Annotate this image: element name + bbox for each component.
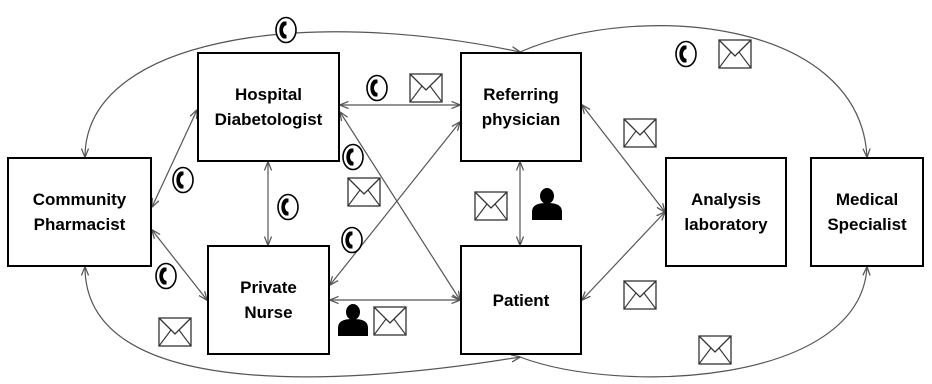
envelope-icon — [718, 39, 752, 69]
phone-icon — [675, 40, 697, 68]
node-hospital-diabetologist: Hospital Diabetologist — [197, 52, 340, 162]
node-medical-specialist: Medical Specialist — [810, 157, 924, 267]
phone-icon — [277, 193, 299, 221]
envelope-icon — [698, 335, 732, 365]
envelope-icon — [373, 306, 407, 336]
node-label: Patient — [492, 290, 550, 310]
envelope-icon — [623, 280, 657, 310]
envelope-icon — [409, 73, 443, 103]
envelope-icon — [158, 317, 192, 347]
envelope-icon — [474, 191, 508, 221]
node-label: Analysis laboratory — [684, 190, 768, 234]
arrow-pharmacist-nurse — [152, 230, 207, 300]
node-label: Hospital Diabetologist — [214, 85, 323, 129]
phone-icon — [366, 74, 388, 102]
node-label: Private Nurse — [240, 278, 297, 322]
phone-icon — [172, 166, 194, 194]
arrow-patient-specialist — [519, 267, 867, 378]
node-label: Medical Specialist — [827, 190, 907, 234]
person-icon — [532, 188, 562, 220]
node-referring-physician: Referring physician — [460, 52, 582, 162]
person-icon — [338, 304, 368, 336]
envelope-icon — [623, 118, 657, 148]
phone-icon — [342, 143, 364, 171]
node-analysis-laboratory: Analysis laboratory — [665, 157, 787, 267]
arrow-physician-specialist — [519, 25, 867, 157]
node-private-nurse: Private Nurse — [207, 245, 330, 355]
node-label: Referring physician — [481, 85, 561, 129]
arrow-physician-laboratory — [582, 105, 665, 212]
arrow-pharmacist-patient — [85, 267, 520, 378]
node-patient: Patient — [460, 245, 582, 355]
arrow-nurse-physician — [330, 122, 460, 285]
arrow-pharmacist-physician — [85, 31, 520, 157]
phone-icon — [275, 16, 297, 44]
node-community-pharmacist: Community Pharmacist — [7, 157, 152, 267]
arrow-pharmacist-diabetologist — [152, 110, 197, 207]
phone-icon — [155, 262, 177, 290]
envelope-icon — [347, 177, 381, 207]
arrow-patient-laboratory — [582, 212, 665, 300]
node-label: Community Pharmacist — [32, 190, 127, 234]
phone-icon — [341, 226, 363, 254]
